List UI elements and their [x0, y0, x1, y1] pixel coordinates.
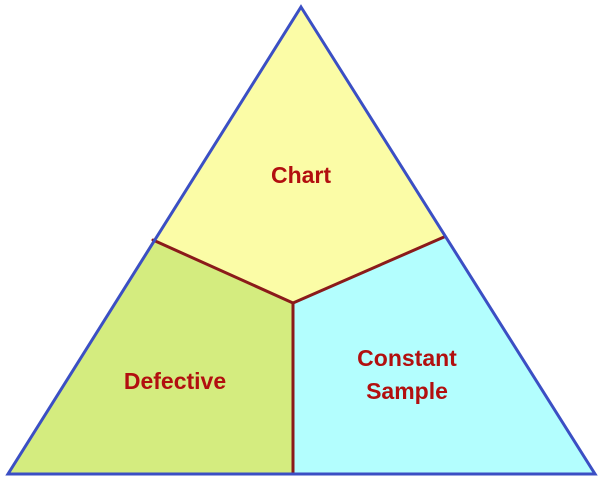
- region-chart: [153, 7, 444, 303]
- label-chart: Chart: [271, 162, 331, 188]
- triangle-outline: [5, 4, 598, 476]
- region-defective: [8, 240, 293, 474]
- region-constant-sample: [293, 237, 595, 474]
- divider-left: [151, 238, 295, 305]
- label-sample: Sample: [366, 378, 448, 404]
- label-defective: Defective: [124, 368, 226, 394]
- label-constant: Constant: [357, 345, 457, 371]
- divider-lines: [151, 235, 446, 476]
- divider-right: [291, 235, 446, 305]
